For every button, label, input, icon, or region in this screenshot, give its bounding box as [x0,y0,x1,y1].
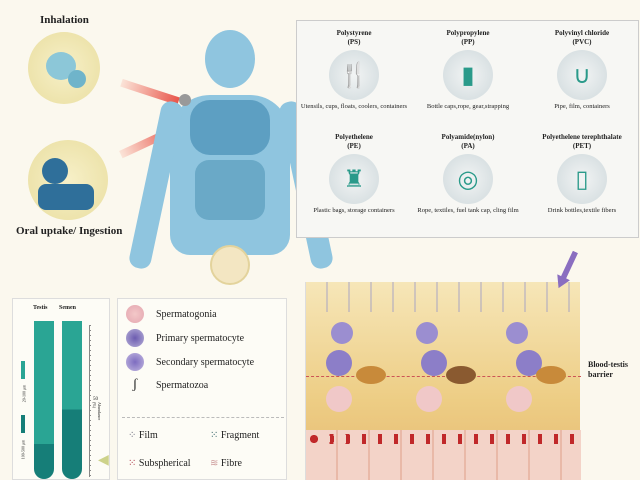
tube-abundance-panel: Testis Semen 20-100 μm 100-500 μm 50 Abu… [12,298,110,480]
legend-primary-spermatocyte: Primary spermatocyte [126,329,244,347]
plastic-name: Polyamide(nylon) [441,133,495,141]
cell-label: Spermatogonia [156,308,217,320]
plastic-uses: Plastic bags, storage containers [313,207,395,214]
plastic-pp: Polypropylene(PP) ▮ Bottle caps,rope, gear… [411,29,525,111]
fragment-icon: ⁙ [210,430,221,441]
blood-testis-barrier-line [306,376,581,377]
plastic-name: Polypropylene [446,29,490,37]
shape-label: Subspherical [138,458,191,469]
plastic-pet: Polyethelene terephthalate(PET) ▯ Drink bo… [525,133,639,215]
plastic-abbr: (PS) [347,38,361,46]
legend-fragment: ⁙ Fragment [210,430,259,441]
cell-label: Primary spermatocyte [156,332,245,344]
blood-testis-barrier-label: Blood-testis barrier [588,360,628,379]
abundance-axis [89,325,91,477]
inhalation-label: Inhalation [40,14,89,26]
shape-label: Fibre [220,458,242,469]
ingestion-label: Oral uptake/ Ingestion [16,225,123,237]
shape-label: Film [138,430,158,441]
bottle-icon: ▯ [557,154,607,204]
plastic-uses: Rope, textiles, fuel tank cap, cling fil… [417,207,519,214]
legend-secondary-spermatocyte: Secondary spermatocyte [126,353,254,371]
legend-swatch-small [21,361,25,379]
size-small-label: 20-100 μm [21,384,27,403]
semen-label: Semen [59,305,76,311]
legend-spermatogonia: Spermatogonia [126,305,217,323]
secondary-spermatocyte-icon [126,353,144,371]
plastic-ps: Polystyrene(PS) 🍴 Utensils, cups, floats, … [297,29,411,111]
semen-tube [62,321,82,479]
spermatozoa-icon: ʃ [132,377,138,392]
jar-icon: ▮ [443,50,493,100]
spool-icon: ◎ [443,154,493,204]
shape-label: Fragment [220,430,260,441]
pipe-icon: ∪ [557,50,607,100]
legend-fibre: ≋ Fibre [210,458,242,469]
axis-value: 50 [93,397,98,402]
plastic-uses: Drink bottles,textile fibers [547,207,617,214]
plastic-name: Polystyrene [336,29,372,37]
plastic-abbr: (PVC) [572,38,592,46]
plastic-types-panel: Polystyrene(PS) 🍴 Utensils, cups, floats, … [296,20,639,238]
ingestion-person-icon [28,140,108,220]
arrow-left-icon: ◀ [98,453,109,468]
plastic-name: Polyethelene [335,133,373,141]
plastic-abbr: (PET) [572,142,592,150]
plastic-abbr: (PA) [461,142,475,150]
shape-legend: ⁘ Film ⁙ Fragment ⁙ Subspherical ≋ Fibre [122,417,284,479]
legend-film: ⁘ Film [128,430,158,441]
spermatogonia-icon [126,305,144,323]
film-icon: ⁘ [128,430,139,441]
plastic-pvc: Polyvinyl chloride(PVC) ∪ Pipe, film, cont… [525,29,639,111]
size-large-label: 100-500 μm [20,439,26,460]
legend-subspherical: ⁙ Subspherical [128,458,191,469]
testis-tube [34,321,54,479]
subspherical-icon: ⁙ [128,458,139,469]
plastic-name: Polyvinyl chloride [554,29,610,37]
plastic-uses: Utensils, cups, floats, coolers, contain… [300,103,408,110]
plastic-name: Polyethelene terephthalate [542,133,622,141]
testis-label: Testis [33,305,48,311]
plastic-pa: Polyamide(nylon)(PA) ◎ Rope, textiles, fue… [411,133,525,215]
seminiferous-tissue-illustration [305,282,581,480]
plastic-uses: Bottle caps,rope, gear,strapping [426,103,510,110]
bag-icon: ♜ [329,154,379,204]
axis-label: Abundance (%) [92,402,102,421]
inhalation-particles-icon [28,32,100,104]
cell-label: Spermatozoa [156,379,209,391]
primary-spermatocyte-icon [126,329,144,347]
plastic-pe: Polyethelene(PE) ♜ Plastic bags, storage c… [297,133,411,215]
utensils-icon: 🍴 [329,50,379,100]
fibre-icon: ≋ [210,458,221,469]
plastic-abbr: (PP) [461,38,475,46]
legend-spermatozoa: ʃ Spermatozoa [126,377,209,393]
cell-label: Secondary spermatocyte [156,356,255,368]
cell-legend-panel: Spermatogonia Primary spermatocyte Secon… [117,298,287,480]
legend-swatch-large [21,415,25,433]
plastic-uses: Pipe, film, containers [554,103,610,110]
plastic-abbr: (PE) [347,142,361,150]
